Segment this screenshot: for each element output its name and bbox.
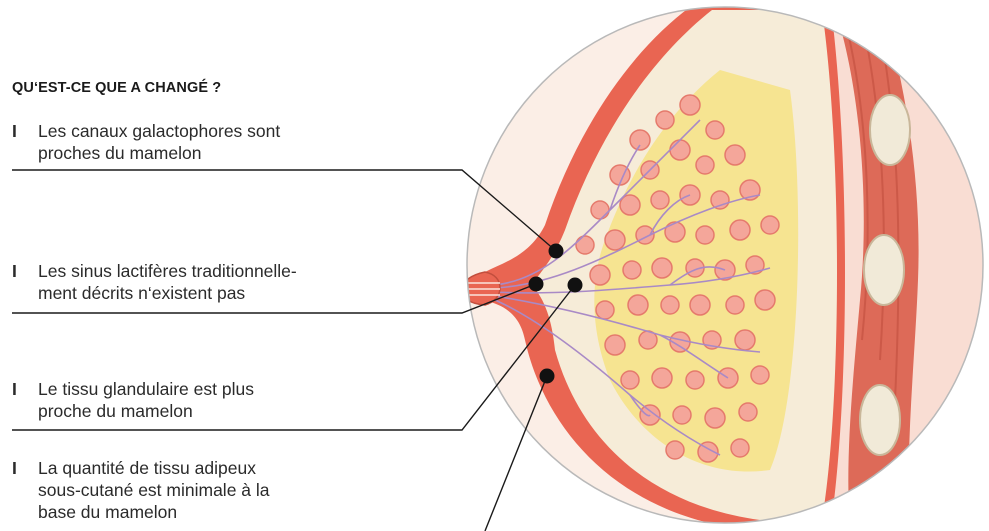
- annotation-line: base du mamelon: [38, 501, 392, 523]
- bullet-marker: I: [12, 260, 17, 282]
- rib-2: [864, 235, 904, 305]
- annotation-line: proches du mamelon: [38, 142, 392, 164]
- annotation-line: Le tissu glandulaire est plus: [38, 378, 392, 400]
- annotation-line: Les canaux galactophores sont: [38, 120, 392, 142]
- marker-1: [549, 244, 564, 259]
- annotation-line: ment décrits n‘existent pas: [38, 282, 392, 304]
- annotation-text: La quantité de tissu adipeux sous-cutané…: [38, 457, 392, 523]
- annotation-line: sous-cutané est minimale à la: [38, 479, 392, 501]
- bullet-marker: I: [12, 378, 17, 400]
- annotation-item-1: I Les canaux galactophores sont proches …: [12, 120, 392, 164]
- annotation-line: proche du mamelon: [38, 400, 392, 422]
- marker-3: [568, 278, 583, 293]
- annotation-line: Les sinus lactifères traditionnelle-: [38, 260, 392, 282]
- bullet-marker: I: [12, 457, 17, 479]
- annotation-item-4: I La quantité de tissu adipeux sous-cuta…: [12, 457, 392, 523]
- heading: QU‘EST-CE QUE A CHANGÉ ?: [12, 80, 221, 96]
- marker-2: [529, 277, 544, 292]
- rib-3: [860, 385, 900, 455]
- rib-1: [870, 95, 910, 165]
- annotation-text: Les sinus lactifères traditionnelle- men…: [38, 260, 392, 304]
- annotation-text: Le tissu glandulaire est plus proche du …: [38, 378, 392, 422]
- annotation-item-2: I Les sinus lactifères traditionnelle- m…: [12, 260, 392, 304]
- bullet-marker: I: [12, 120, 17, 142]
- marker-4: [540, 369, 555, 384]
- annotation-text: Les canaux galactophores sont proches du…: [38, 120, 392, 164]
- annotation-item-3: I Le tissu glandulaire est plus proche d…: [12, 378, 392, 422]
- annotation-line: La quantité de tissu adipeux: [38, 457, 392, 479]
